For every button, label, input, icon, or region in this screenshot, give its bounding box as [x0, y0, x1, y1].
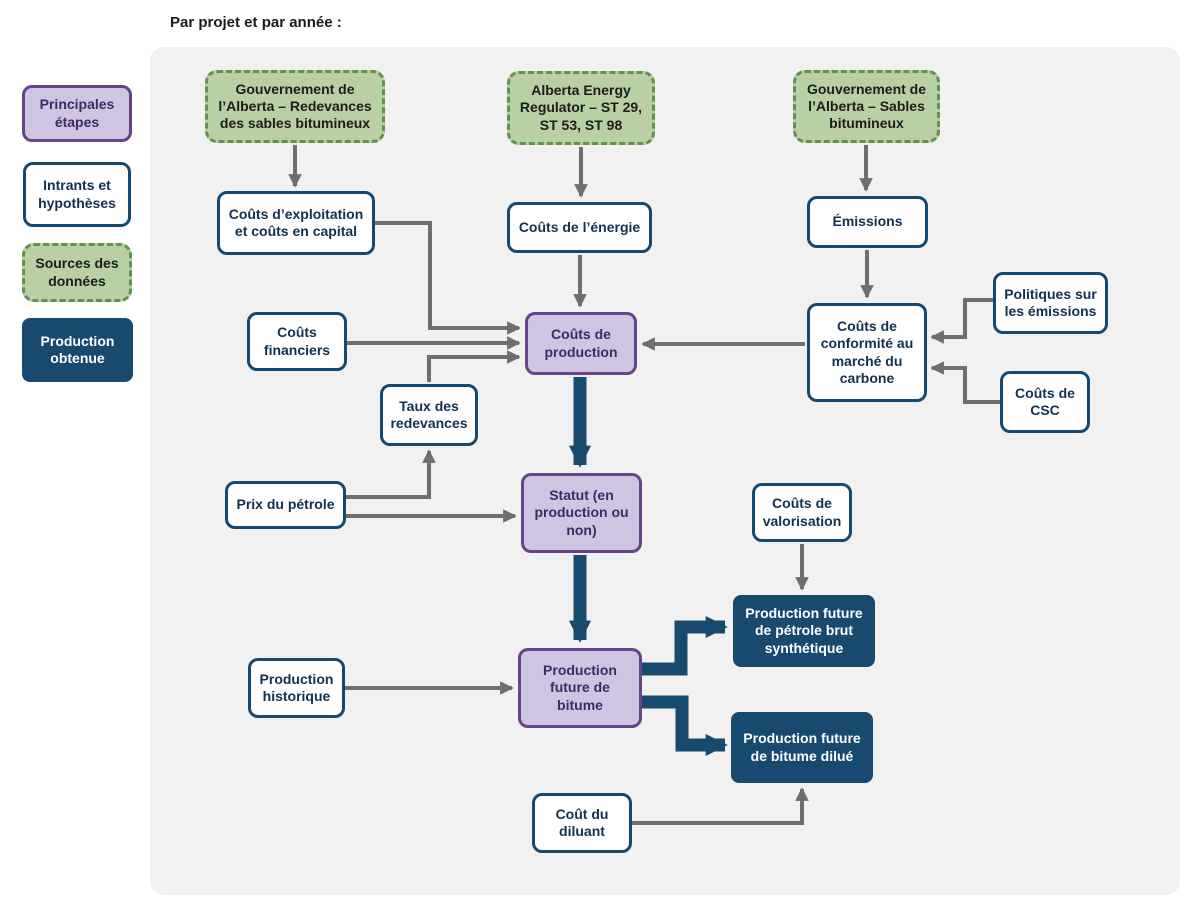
node-production-historique: Production historique: [248, 658, 345, 718]
node-cout-diluant: Coût du diluant: [532, 793, 632, 853]
node-emissions: Émissions: [807, 196, 928, 248]
legend-production-obtenue: Production obtenue: [22, 318, 133, 382]
legend-sources-donnees: Sources des données: [22, 243, 132, 302]
node-couts-conformite: Coûts de conformité au marché du carbone: [807, 303, 927, 402]
node-production-synthetique: Production future de pétrole brut synthé…: [733, 595, 875, 667]
node-src-redevances: Gouvernement de l’Alberta – Redevances d…: [205, 70, 385, 143]
node-couts-csc: Coûts de CSC: [1000, 371, 1090, 433]
node-couts-production: Coûts de production: [525, 312, 637, 375]
node-statut: Statut (en production ou non): [521, 473, 642, 553]
node-production-bitume: Production future de bitume: [518, 648, 642, 728]
node-src-aer: Alberta Energy Regulator – ST 29, ST 53,…: [507, 71, 655, 145]
page-title: Par projet et par année :: [170, 14, 342, 31]
node-src-sables: Gouvernement de l’Alberta – Sables bitum…: [793, 70, 940, 143]
legend-principales-etapes: Principales étapes: [22, 85, 132, 142]
node-couts-exploitation: Coûts d’exploitation et coûts en capital: [217, 191, 375, 255]
node-couts-valorisation: Coûts de valorisation: [752, 483, 852, 542]
node-production-dilue: Production future de bitume dilué: [731, 712, 873, 783]
node-couts-energie: Coûts de l’énergie: [507, 202, 652, 253]
node-politiques-emissions: Politiques sur les émissions: [993, 272, 1108, 334]
legend-intrants-hypotheses: Intrants et hypothèses: [23, 162, 131, 227]
node-taux-redevances: Taux des redevances: [380, 384, 478, 446]
node-prix-petrole: Prix du pétrole: [225, 481, 346, 529]
node-couts-financiers: Coûts financiers: [247, 312, 347, 371]
diagram-panel: [150, 47, 1180, 895]
